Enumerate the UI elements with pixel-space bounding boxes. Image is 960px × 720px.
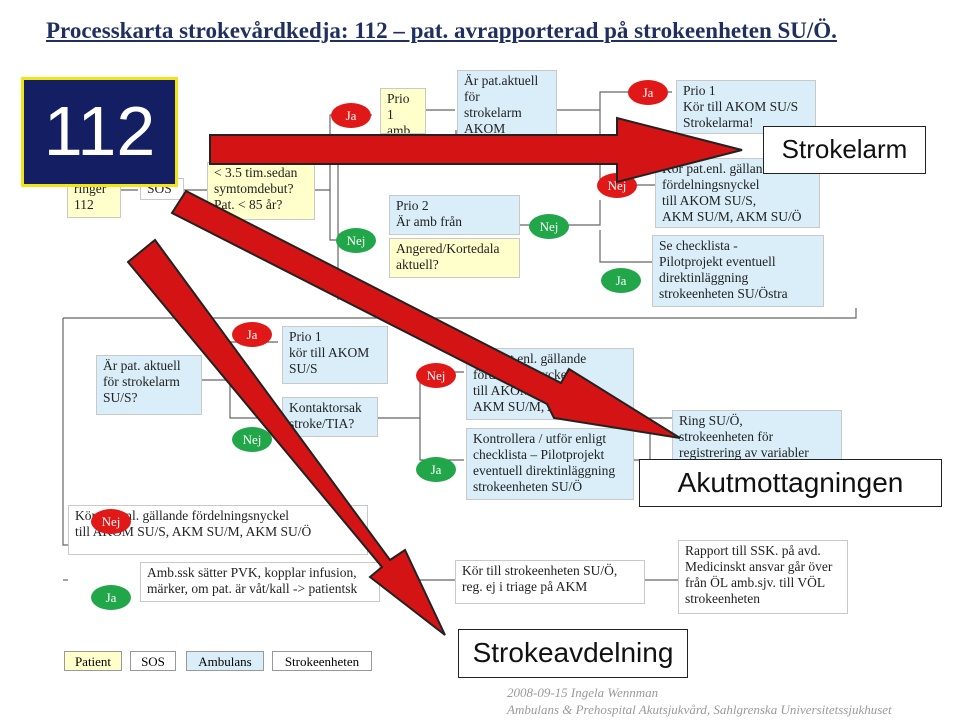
callout-strokeavdelning: Strokeavdelning — [458, 629, 688, 678]
box-prio1-sus: Prio 1 kör till AKOM SU/S — [282, 326, 388, 384]
page-title: Processkarta strokevårdkedja: 112 – pat.… — [46, 18, 837, 43]
callout-akutmottagningen: Akutmottagningen — [639, 459, 942, 507]
box-checklista-pilot-1: Se checklista - Pilotprojekt eventuell d… — [652, 235, 824, 307]
legend-sos: SOS — [130, 651, 176, 671]
oval-ja-kontakt: Ja — [416, 457, 456, 482]
oval-ja-prio1: Ja — [331, 103, 371, 128]
oval-nej-angered: Nej — [529, 214, 569, 239]
footer-author-date: 2008-09-15 Ingela Wennman — [507, 685, 659, 700]
oval-nej-prio2: Nej — [336, 228, 376, 253]
oval-nej-kontakt: Nej — [416, 363, 456, 388]
callout-strokelarm: Strokelarm — [763, 126, 926, 174]
box-ambssk-pvk: Amb.ssk sätter PVK, kopplar infusion, mä… — [140, 562, 380, 602]
box-ring-su: Ring SU/Ö, strokeenheten för registrerin… — [672, 410, 842, 464]
arrow-to-akutmottagningen — [170, 189, 681, 439]
box-angered-kortedala: Angered/Kortedala aktuell? — [389, 238, 520, 278]
arrow-to-strokeavdelning — [126, 238, 446, 636]
oval-nej-bottom: Nej — [91, 509, 131, 534]
box-kontrollera-checklista: Kontrollera / utför enligt checklista – … — [466, 428, 634, 500]
footer-organization: Ambulans & Prehospital Akutsjukvård, Sah… — [507, 702, 892, 717]
box-kor-strokeenheten: Kör till strokeenheten SU/Ö, reg. ej i t… — [455, 560, 645, 604]
box-rapport-ssk: Rapport till SSK. på avd. Medicinskt ans… — [678, 540, 848, 614]
oval-ja-sus: Ja — [232, 322, 272, 347]
box-aktuell-strokelarm-sus: Är pat. aktuell för strokelarm SU/S? — [96, 355, 202, 415]
legend-strokeenheten: Strokeenheten — [272, 651, 372, 671]
oval-ja-bottom: Ja — [91, 585, 131, 610]
oval-ja-angered: Ja — [601, 268, 641, 293]
box-prio1-akom: Prio 1 Kör till AKOM SU/S Strokelarma! — [676, 80, 816, 134]
legend-ambulans: Ambulans — [186, 651, 264, 671]
oval-nej-sus: Nej — [232, 427, 272, 452]
box-kontaktorsak: Kontaktorsak stroke/TIA? — [282, 397, 378, 437]
box-prio1-amblarm: Prio 1 amb larm — [380, 88, 426, 134]
box-aktuell-strokelarm-akom: Är pat.aktuell för strokelarm AKOM — [457, 70, 557, 136]
legend-patient: Patient — [64, 651, 122, 671]
badge-112: 112 — [21, 77, 178, 187]
box-prio2: Prio 2 Är amb från — [389, 195, 520, 235]
oval-ja-akom: Ja — [628, 80, 668, 105]
arrow-to-strokelarm — [209, 116, 743, 184]
